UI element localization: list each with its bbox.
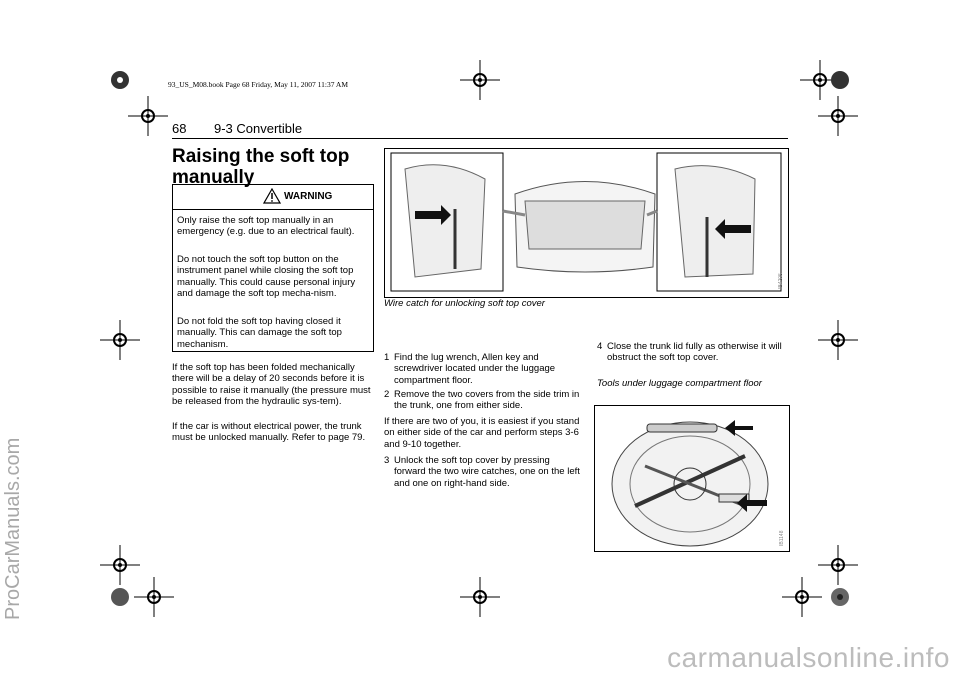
crosshair-mark bbox=[818, 320, 858, 360]
crosshair-mark bbox=[100, 320, 140, 360]
warning-text: Do not touch the soft top button on the … bbox=[177, 254, 356, 300]
step-number: 2 bbox=[384, 389, 390, 400]
registration-mark bbox=[111, 588, 129, 606]
crosshair-mark bbox=[818, 545, 858, 585]
crosshair-mark bbox=[128, 96, 168, 136]
step-text: Find the lug wrench, Allen key and screw… bbox=[394, 352, 556, 386]
figure-code: IB1148 bbox=[779, 530, 785, 546]
step-number: 3 bbox=[384, 455, 390, 466]
tools-illustration: IB1148 bbox=[594, 405, 790, 552]
watermark-bottom: carmanualsonline.info bbox=[667, 642, 950, 673]
warning-label: WARNING bbox=[284, 191, 333, 202]
warning-header: WARNING bbox=[173, 185, 373, 210]
body-paragraph: If the soft top has been folded mechanic… bbox=[172, 362, 371, 408]
book-info: 93_US_M08.book Page 68 Friday, May 11, 2… bbox=[168, 80, 348, 89]
page-title: Raising the soft top manually bbox=[172, 146, 350, 188]
figure-caption: Tools under luggage compartment floor bbox=[597, 378, 762, 389]
body-paragraph: If the car is without electrical power, … bbox=[172, 421, 366, 444]
trunk-illustration bbox=[390, 152, 782, 292]
running-header: 9-3 Convertible bbox=[214, 121, 303, 136]
wire-catch-illustration: IB4205 bbox=[384, 148, 789, 298]
step-text: Close the trunk lid fully as otherwise i… bbox=[607, 341, 782, 364]
crosshair-mark bbox=[134, 577, 174, 617]
header-rule bbox=[172, 138, 788, 139]
crosshair-mark bbox=[460, 577, 500, 617]
step-item: 1 Find the lug wrench, Allen key and scr… bbox=[384, 352, 584, 386]
warning-text: Only raise the soft top manually in an e… bbox=[177, 215, 355, 238]
registration-mark bbox=[111, 71, 129, 89]
warning-box: WARNING Only raise the soft top manually… bbox=[172, 184, 374, 352]
registration-mark bbox=[831, 71, 849, 89]
crosshair-mark bbox=[782, 577, 822, 617]
warning-triangle-icon bbox=[263, 188, 281, 204]
step-number: 4 bbox=[597, 341, 603, 352]
step-item: 2 Remove the two covers from the side tr… bbox=[384, 389, 584, 413]
figure-code: IB4205 bbox=[778, 273, 784, 289]
step-number: 1 bbox=[384, 352, 390, 363]
step-item: 4 Close the trunk lid fully as otherwise… bbox=[597, 341, 787, 365]
registration-mark bbox=[831, 588, 849, 606]
crosshair-mark bbox=[100, 545, 140, 585]
warning-text: Do not fold the soft top having closed i… bbox=[177, 316, 342, 350]
step-item: 3 Unlock the soft top cover by pressing … bbox=[384, 455, 584, 489]
tools-drawing bbox=[611, 420, 769, 547]
body-paragraph: If there are two of you, it is easiest i… bbox=[384, 416, 580, 450]
watermark-left: ProCarManuals.com bbox=[2, 437, 24, 620]
figure-caption: Wire catch for unlocking soft top cover bbox=[384, 298, 545, 309]
crosshair-mark bbox=[818, 96, 858, 136]
step-text: Unlock the soft top cover by pressing fo… bbox=[394, 455, 580, 489]
page-number: 68 bbox=[172, 121, 187, 136]
step-text: Remove the two covers from the side trim… bbox=[394, 389, 580, 412]
crosshair-mark bbox=[460, 60, 500, 100]
